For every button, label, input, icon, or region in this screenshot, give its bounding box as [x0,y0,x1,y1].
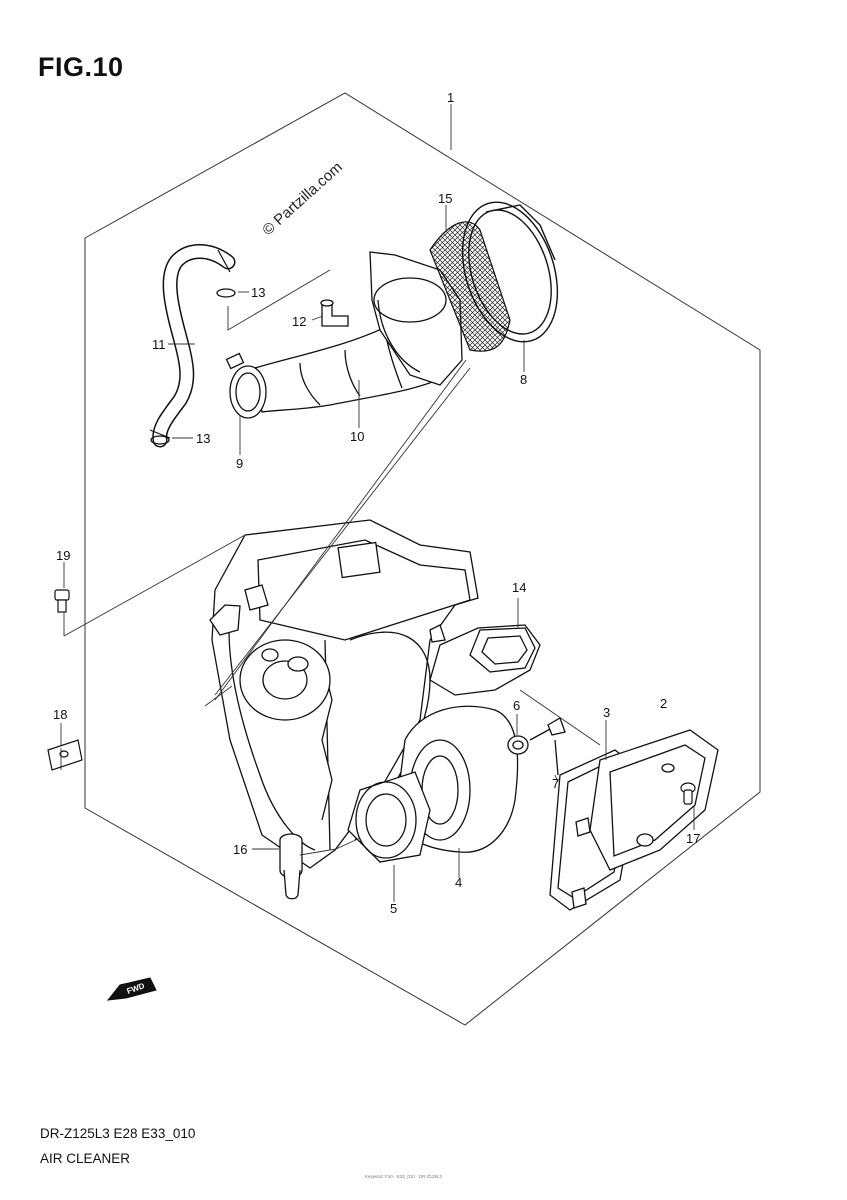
air-duct-boot [429,624,541,696]
drain-plug [279,833,303,900]
mount-bolt [54,589,70,613]
callout-9: 9 [236,456,243,471]
callout-10: 10 [350,429,364,444]
intake-clamp [225,352,267,419]
wing-bolt [529,717,566,776]
hose-clip-lower [150,435,170,445]
callout-16: 16 [233,842,247,857]
callout-17: 17 [686,831,700,846]
cover-screw [680,782,696,805]
filter-housing-cover [369,251,463,386]
callout-4: 4 [455,875,462,890]
air-cleaner-cover [571,729,719,909]
breather-fitting [320,299,349,327]
callout-12: 12 [292,314,306,329]
washer [507,735,529,755]
callout-1: 1 [447,90,454,105]
watermark-text: © Partzilla.com [259,159,345,239]
callout-11: 11 [152,337,166,352]
callout-19: 19 [56,548,70,563]
callout-5: 5 [390,901,397,916]
hose-clip-upper [216,288,236,298]
assembly-boundary [84,92,761,1026]
air-box-body [209,519,479,869]
callout-14: 14 [512,580,526,595]
callout-6: 6 [513,698,520,713]
callout-2: 2 [660,696,667,711]
callout-13-upper: 13 [251,285,265,300]
filter-element-mesh [429,221,511,352]
callout-7: 7 [552,776,559,791]
figure-title: FIG.10 [38,52,124,82]
callout-13-lower: 13 [196,431,210,446]
filter-cage [461,201,559,343]
callout-18: 18 [53,707,67,722]
callout-15: 15 [438,191,452,206]
callout-8: 8 [520,372,527,387]
footer-note: Keyword: F10 · E33_010 · DR-Z125L3 [365,1174,443,1179]
callout-3: 3 [603,705,610,720]
leader-lines [60,104,695,902]
section-name: AIR CLEANER [40,1151,131,1166]
mount-bracket [47,739,83,771]
fwd-arrow: FWD [106,977,157,1001]
filter-frame [347,771,431,863]
model-code: DR-Z125L3 E28 E33_010 [40,1126,196,1141]
